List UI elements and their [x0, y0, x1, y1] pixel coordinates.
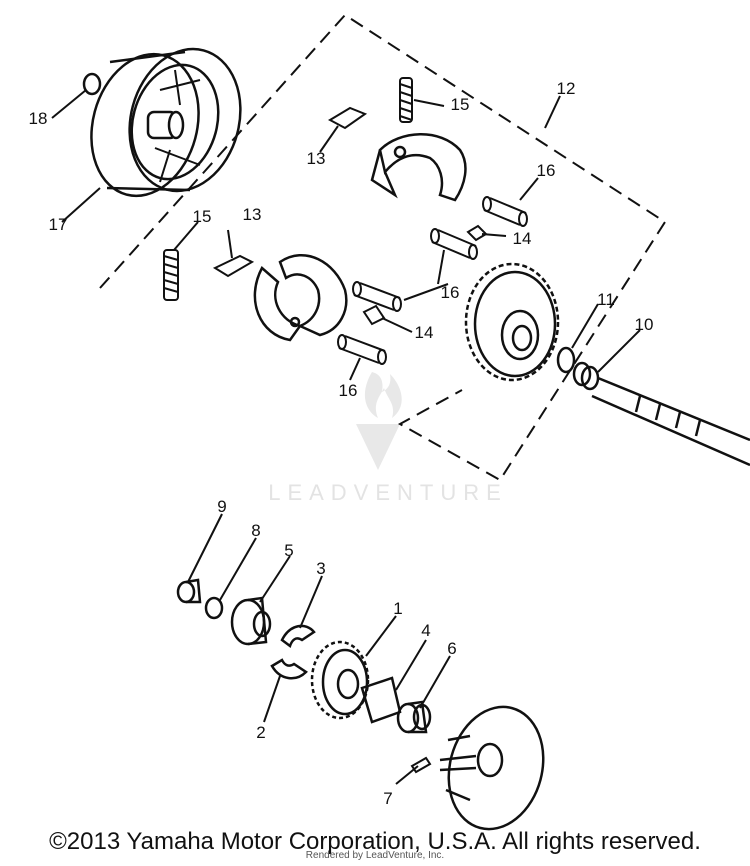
spring-plate-13-lower	[212, 254, 255, 278]
watermark-v-icon	[356, 424, 400, 470]
hub-5	[230, 596, 272, 646]
watermark-flame-icon	[364, 372, 402, 418]
callout-18: 18	[29, 109, 48, 128]
callout-10: 10	[635, 315, 654, 334]
clutch-shoe-upper	[370, 133, 467, 202]
half-key-2	[270, 658, 308, 680]
pin-16-lower-b	[337, 334, 387, 365]
collar-10	[572, 361, 600, 391]
pin-16-upper	[482, 196, 528, 227]
callout-1: 1	[393, 599, 402, 618]
callout-16-upper: 16	[537, 161, 556, 180]
pin-16-lower-a	[352, 281, 402, 312]
large-gear	[464, 262, 560, 382]
clutch-housing-17	[90, 47, 242, 198]
half-key-3	[280, 624, 316, 649]
callout-17: 17	[49, 215, 68, 234]
nut-9	[176, 578, 202, 604]
leader-lines	[51, 89, 641, 785]
leadventure-watermark: LEADVENTURE	[268, 372, 508, 505]
spring-15-upper	[399, 77, 413, 123]
callout-3: 3	[316, 559, 325, 578]
callout-8: 8	[251, 521, 260, 540]
pin-16-middle	[430, 228, 478, 260]
spring-plate-13-upper	[327, 106, 368, 130]
callout-16-middle: 16	[441, 283, 460, 302]
washer-11	[556, 346, 576, 374]
callout-9: 9	[217, 497, 226, 516]
callout-4: 4	[421, 621, 430, 640]
callout-14-lower: 14	[415, 323, 434, 342]
rotor	[439, 705, 545, 831]
spring-15-lower	[163, 249, 179, 301]
callout-14-upper: 14	[513, 229, 532, 248]
clutch-shoe-lower	[253, 254, 348, 342]
washer-8	[204, 596, 224, 620]
callout-13-lower: 13	[243, 205, 262, 224]
callout-5: 5	[284, 541, 293, 560]
callout-7: 7	[383, 789, 392, 808]
callout-13-upper: 13	[307, 149, 326, 168]
washer-18	[82, 72, 102, 96]
callout-15-upper: 15	[451, 95, 470, 114]
callout-12: 12	[557, 79, 576, 98]
copyright-notice: ©2013 Yamaha Motor Corporation, U.S.A. A…	[49, 828, 701, 855]
primary-gear-1	[310, 640, 370, 720]
rendered-by-credit: Rendered by LeadVenture, Inc.	[305, 850, 445, 861]
washer-14-upper	[466, 224, 488, 242]
washer-14-lower	[362, 304, 386, 326]
watermark-text: LEADVENTURE	[268, 480, 508, 505]
callout-2: 2	[256, 723, 265, 742]
callout-16-lower: 16	[339, 381, 358, 400]
shaft	[591, 376, 750, 467]
bushing-6	[396, 700, 432, 734]
callout-15-lower: 15	[193, 207, 212, 226]
callout-6: 6	[447, 639, 456, 658]
callout-11: 11	[597, 290, 615, 309]
